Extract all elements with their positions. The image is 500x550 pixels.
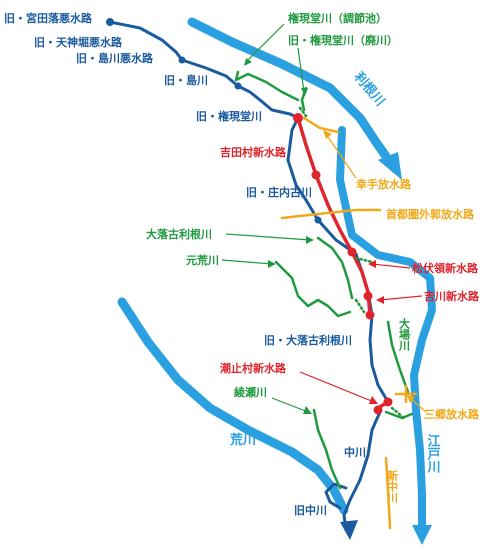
- kyu-shonai-junction-dot: [314, 216, 322, 224]
- motoarakawa-leader: [221, 259, 273, 265]
- label-nakagawa: 中川: [344, 445, 366, 459]
- nakagawa-arrow: [340, 520, 358, 540]
- shiodome-dotted: [390, 406, 406, 420]
- kyu-gongendo-haisen-leader: [297, 47, 305, 93]
- motoarakawa-arrowhead: [268, 260, 276, 268]
- matsubushi-leader: [371, 263, 411, 269]
- kyu-shimakawa-channel: [180, 58, 300, 120]
- yoshikawa-end-dot: [365, 310, 375, 320]
- arakawa-river: [117, 297, 349, 515]
- tone-river-arrow: [378, 152, 402, 180]
- yoshikawa-arrowhead: [376, 296, 384, 304]
- current-rivers: [234, 70, 414, 490]
- yoshidamura-start-dot: [293, 113, 303, 123]
- yoshikawa-dotted: [354, 298, 366, 314]
- label-kyu-tenjinbori: 旧・天神堀悪水路: [34, 35, 123, 49]
- tone-river: [187, 17, 397, 170]
- kotehou-leader: [325, 133, 357, 179]
- ayase-channel: [312, 408, 342, 490]
- matsubushi-arrowhead: [368, 260, 376, 268]
- shiodome-branch: [384, 410, 414, 420]
- edogawa-river: [336, 126, 436, 532]
- edogawa-arrow: [412, 525, 432, 545]
- label-kyu-miyata: 旧・宮田落悪水路: [4, 11, 93, 25]
- label-edogawa: 江戸川: [425, 433, 442, 473]
- label-oba: 大場川: [398, 317, 412, 351]
- labels: 旧・宮田落悪水路 旧・天神堀悪水路 旧・島川悪水路 旧・島川 旧・権現堂川 権現…: [4, 11, 480, 517]
- oba-channel: [386, 320, 410, 394]
- label-ayase: 綾瀬川: [234, 385, 267, 399]
- label-shin-nakagawa: 新中川: [386, 469, 400, 503]
- label-kyu-shimakawa: 旧・島川: [164, 73, 208, 87]
- ootoshi-tone-arrowhead: [306, 236, 314, 244]
- label-gongendo-chosetsu: 権現堂川（調節池）: [288, 11, 387, 25]
- shutoken-channel: [280, 208, 382, 220]
- ootoshi-tone-leader: [225, 233, 311, 241]
- gongendo-chosetsu-leader: [245, 23, 285, 63]
- label-matsubushi: 松伏領新水路: [412, 261, 479, 275]
- yoshikawa-start-dot: [363, 291, 373, 301]
- misato-arrowhead: [407, 395, 415, 403]
- matsubushi-start-dot: [347, 247, 357, 257]
- kyu-shimakawa-junction-dot: [178, 56, 186, 64]
- kyu-miyata-source-dot: [106, 18, 114, 26]
- major-rivers: [117, 17, 436, 545]
- nakagawa-channel: [342, 410, 382, 532]
- discharge-channels: [280, 116, 418, 530]
- shin-nakagawa-channel: [384, 456, 392, 530]
- yoshidamura-channel: [296, 116, 354, 254]
- label-yoshidamura: 吉田村新水路: [220, 145, 287, 159]
- label-tone: 利根川: [351, 69, 388, 109]
- kotehou-arrowhead: [323, 130, 332, 139]
- gongendo-chosetsu-arrowhead: [244, 58, 252, 66]
- yoshidamura-mid-dot: [311, 170, 321, 180]
- label-misato: 三郷放水路: [424, 407, 480, 421]
- label-shutoken: 首都圏外郭放水路: [386, 207, 475, 221]
- dotted-connectors: [298, 106, 406, 420]
- label-kyu-gongendo-haisen: 旧・権現堂川（廃川）: [288, 33, 398, 47]
- label-shiodome: 潮止村新水路: [220, 361, 287, 375]
- label-kotehou: 幸手放水路: [356, 177, 412, 191]
- ootoshi-tone-channel: [316, 236, 354, 300]
- kyu-gongendo-junction-dot: [234, 82, 242, 90]
- label-kyu-shimakawa-akusui: 旧・島川悪水路: [76, 51, 154, 65]
- label-kyu-nakagawa: 旧中川: [294, 503, 327, 517]
- gongendo-chosetsu-loop: [234, 70, 300, 102]
- kyu-gongendo-haisen-arrowhead: [301, 88, 308, 96]
- misato-leader: [409, 397, 427, 413]
- label-yoshikawa: 吉川新水路: [424, 289, 480, 303]
- yoshikawa-leader: [379, 295, 423, 301]
- ayase-leader: [271, 397, 309, 413]
- leader-lines: [221, 23, 427, 414]
- motoarakawa-channel: [274, 260, 352, 318]
- label-arakawa: 荒川: [229, 432, 256, 448]
- label-kyu-gongendo: 旧・権現堂川: [196, 109, 262, 123]
- new-channel-dots: [293, 113, 393, 415]
- kotehou-channel: [302, 116, 340, 134]
- matsubushi-dotted: [354, 256, 374, 264]
- label-ootoshi-tone: 大落古利根川: [146, 227, 212, 241]
- kyu-miyata-channel: [108, 20, 184, 62]
- label-motoarakawa: 元荒川: [186, 253, 219, 267]
- shiodome-start-dot: [373, 405, 383, 415]
- ayase-arrowhead: [303, 406, 312, 414]
- shiodome-arrowhead: [369, 396, 378, 404]
- shiodome-end-dot: [383, 397, 393, 407]
- label-kyu-ootoshi: 旧・大落古利根川: [264, 333, 352, 347]
- shiodome-leader: [299, 371, 375, 403]
- label-kyu-shonai: 旧・庄内古川: [246, 185, 312, 199]
- gongendo-dotted: [298, 106, 308, 118]
